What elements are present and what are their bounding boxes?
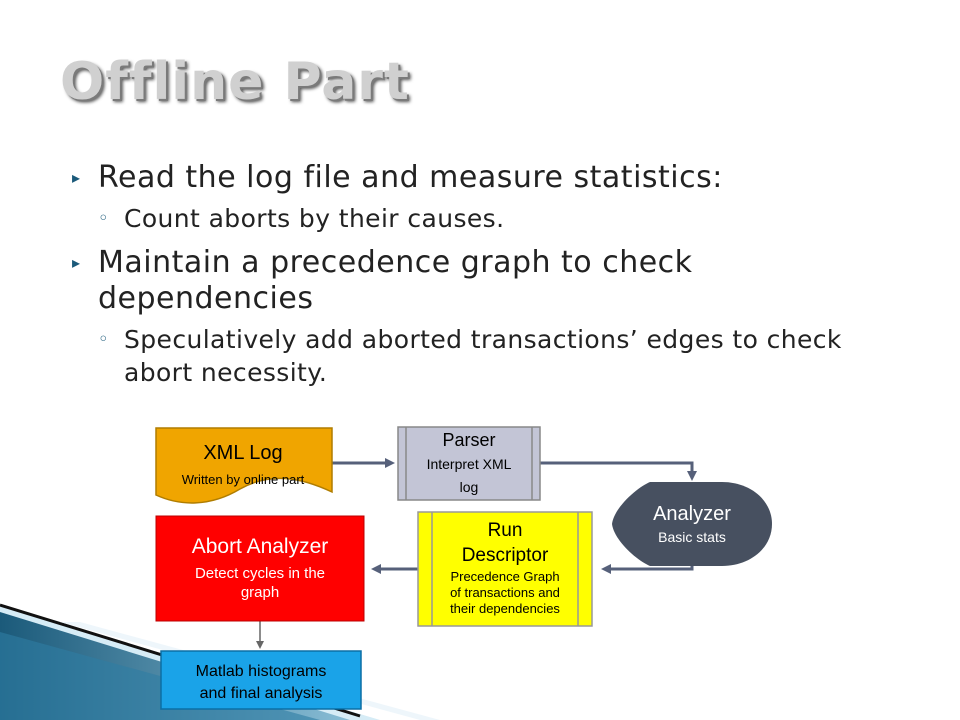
circle-bullet-icon: ◦ (98, 329, 110, 350)
analyzer-shape (612, 482, 772, 566)
xml-log-shape (155, 427, 333, 504)
parser-node: Parser Interpret XML log (397, 426, 541, 501)
run-descriptor-shape (417, 511, 593, 627)
matlab-line-2: and final analysis (200, 685, 323, 702)
run-descriptor-node: Run Descriptor Precedence Graph of trans… (417, 511, 593, 627)
slide-title: Offline Part (60, 52, 410, 112)
matlab-shape (160, 650, 362, 710)
run-descriptor-title-2: Descriptor (462, 545, 549, 566)
run-descriptor-title-1: Run (488, 520, 523, 541)
sub-bullet-1: ◦ Count aborts by their causes. (72, 202, 912, 235)
sub-bullet-2: ◦ Speculatively add aborted transactions… (72, 323, 912, 389)
triangle-bullet-icon: ▸ (72, 168, 81, 187)
parser-line-2: log (460, 479, 479, 495)
xml-log-title: XML Log (203, 442, 282, 464)
abort-analyzer-line-1: Detect cycles in the (195, 565, 325, 582)
bullet-list: ▸ Read the log file and measure statisti… (72, 160, 912, 399)
sub-bullet-1-text: Count aborts by their causes. (124, 204, 505, 233)
bullet-2: ▸ Maintain a precedence graph to check d… (72, 245, 912, 317)
analyzer-title: Analyzer (653, 503, 731, 525)
run-descriptor-line-1: Precedence Graph (450, 569, 559, 584)
arrow-parser-to-analyzer (540, 461, 697, 481)
parser-shape (397, 426, 541, 501)
xml-log-node: XML Log Written by online part (155, 427, 333, 504)
bullet-1: ▸ Read the log file and measure statisti… (72, 160, 912, 196)
abort-analyzer-title: Abort Analyzer (192, 535, 329, 558)
parser-title: Parser (442, 430, 495, 450)
analyzer-node: Analyzer Basic stats (612, 482, 772, 566)
abort-analyzer-node: Abort Analyzer Detect cycles in the grap… (155, 515, 365, 622)
triangle-bullet-icon: ▸ (72, 253, 81, 272)
matlab-node: Matlab histograms and final analysis (160, 650, 362, 710)
run-descriptor-line-2: of transactions and (450, 585, 560, 600)
matlab-line-1: Matlab histograms (196, 663, 327, 680)
sub-bullet-2-text: Speculatively add aborted transactions’ … (124, 325, 842, 387)
xml-log-subtitle: Written by online part (182, 472, 305, 487)
abort-analyzer-shape (155, 515, 365, 622)
parser-line-1: Interpret XML (427, 456, 512, 472)
run-descriptor-line-3: their dependencies (450, 601, 560, 616)
arrow-analyzer-to-run-descriptor (601, 564, 694, 574)
bullet-1-text: Read the log file and measure statistics… (98, 160, 723, 195)
circle-bullet-icon: ◦ (98, 208, 110, 229)
analyzer-subtitle: Basic stats (658, 529, 726, 545)
abort-analyzer-line-2: graph (241, 584, 279, 601)
bullet-2-text: Maintain a precedence graph to check dep… (98, 245, 693, 316)
